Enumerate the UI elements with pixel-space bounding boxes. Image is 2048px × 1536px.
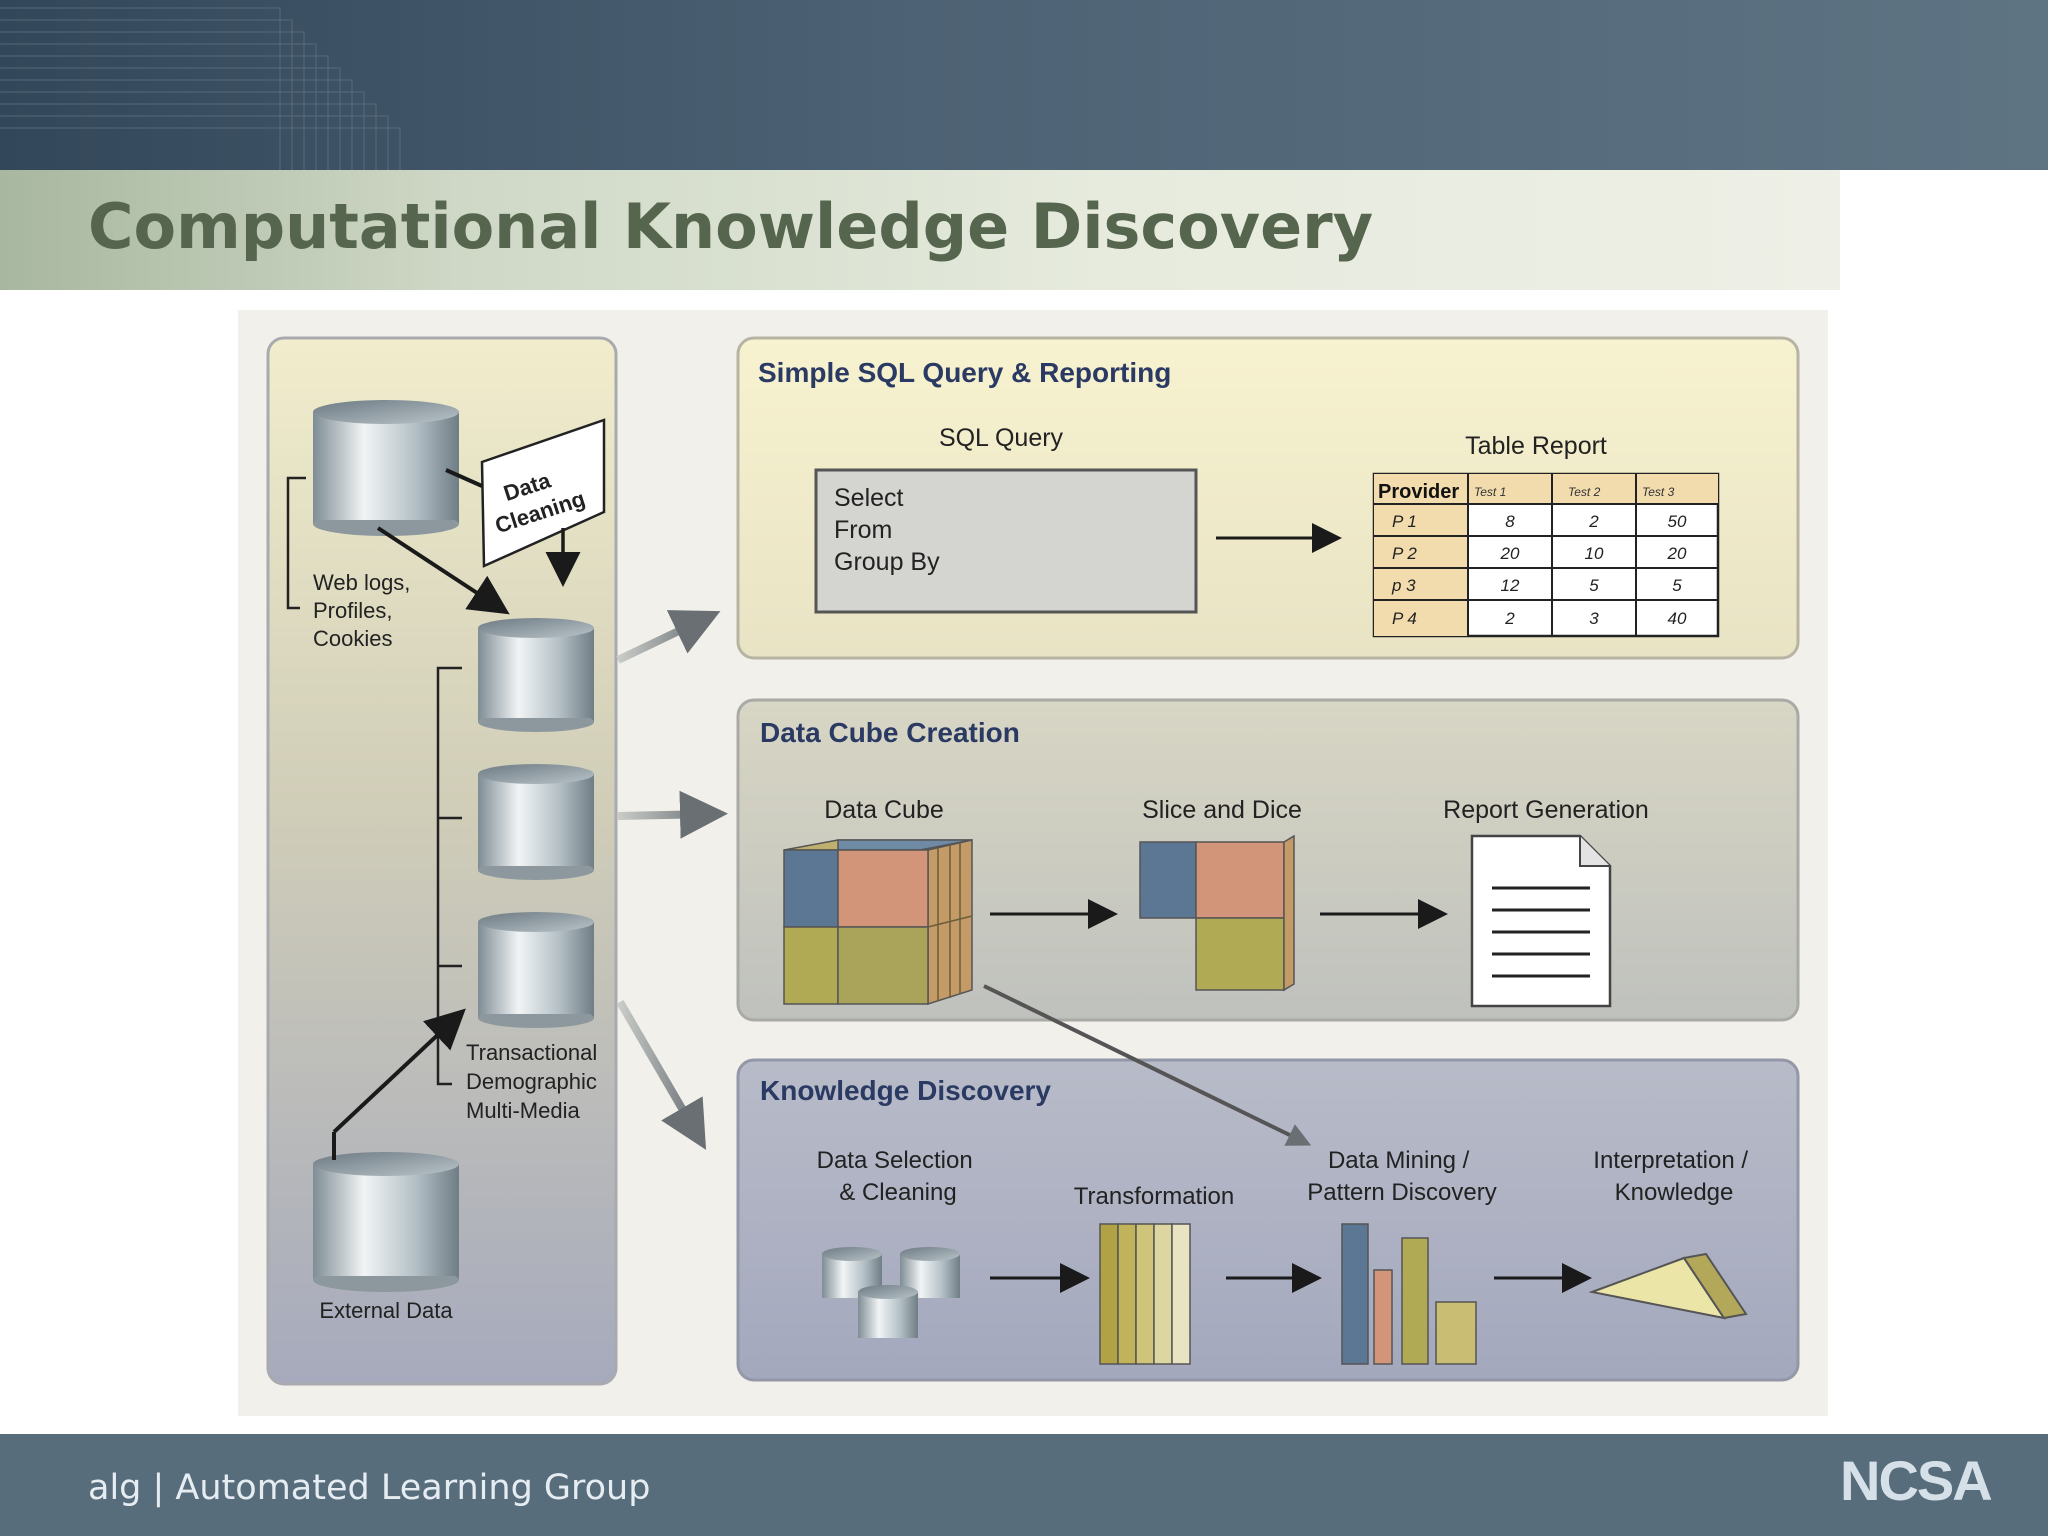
table-row: P 4 2 3 40 <box>1392 609 1687 628</box>
table-header-test1: Test 1 <box>1474 485 1506 499</box>
table-row: P 2 20 10 20 <box>1392 544 1687 563</box>
sql-query-label: SQL Query <box>939 424 1064 452</box>
table-report: Provider Test 1 Test 2 Test 3 P 1 8 2 50… <box>1372 472 1720 638</box>
warehouse-to-sql-arrow <box>616 610 721 664</box>
warehouse-database-icon-1 <box>478 618 594 732</box>
kd-step-transformation-label: Transformation <box>1074 1183 1235 1210</box>
kd-step-interpretation-label: Interpretation / Knowledge <box>1593 1147 1754 1206</box>
kd-step-mining-label: Data Mining / Pattern Discovery <box>1307 1147 1496 1206</box>
knowledge-discovery-diagram: Web logs, Profiles, Cookies Data Cleanin… <box>238 310 1828 1416</box>
data-cube-label: Data Cube <box>824 796 944 824</box>
table-row: P 1 8 2 50 <box>1392 512 1687 531</box>
web-logs-bracket <box>286 476 306 610</box>
warehouse-database-icon-3 <box>478 912 594 1028</box>
report-generation-label: Report Generation <box>1443 796 1649 824</box>
external-to-warehouse-arrow <box>332 1008 466 1134</box>
svg-text:p 3: p 3 <box>1391 576 1416 595</box>
cylinder-to-cleaning-line <box>445 468 483 488</box>
svg-text:3: 3 <box>1589 609 1599 628</box>
sql-query-text: Select From Group By <box>834 484 940 576</box>
svg-text:5: 5 <box>1672 576 1682 595</box>
external-data-label: External Data <box>319 1298 453 1323</box>
weblogs-to-warehouse-arrow <box>376 526 510 615</box>
title-band <box>0 170 1840 290</box>
banner-pattern <box>0 7 401 170</box>
table-report-label: Table Report <box>1465 432 1607 460</box>
page-title: Computational Knowledge Discovery <box>88 190 1374 263</box>
footer-bar <box>0 1434 2048 1536</box>
svg-text:10: 10 <box>1585 544 1604 563</box>
table-header-test2: Test 2 <box>1568 485 1601 499</box>
svg-text:2: 2 <box>1504 609 1515 628</box>
svg-text:P 4: P 4 <box>1392 609 1417 628</box>
kd-section-title: Knowledge Discovery <box>760 1075 1051 1106</box>
svg-text:2: 2 <box>1588 512 1599 531</box>
web-logs-database-icon <box>313 400 459 536</box>
footer-text: alg | Automated Learning Group <box>88 1468 651 1508</box>
top-banner <box>0 0 2048 170</box>
knowledge-pyramid-icon <box>1588 1252 1748 1320</box>
cube-to-mining-arrow <box>983 984 1312 1146</box>
cube-section-title: Data Cube Creation <box>760 717 1020 748</box>
svg-text:12: 12 <box>1501 576 1520 595</box>
selection-databases-icon <box>822 1247 960 1338</box>
sql-section-title: Simple SQL Query & Reporting <box>758 357 1171 388</box>
svg-text:20: 20 <box>1500 544 1520 563</box>
kd-section-panel <box>736 1058 1800 1382</box>
transformation-icon <box>1099 1223 1191 1365</box>
data-cleaning-card: Data Cleaning <box>480 418 606 568</box>
web-logs-label: Web logs, Profiles, Cookies <box>313 570 417 651</box>
table-row: p 3 12 5 5 <box>1391 576 1682 595</box>
warehouse-label: Transactional Demographic Multi-Media <box>466 1040 603 1123</box>
warehouse-database-icon-2 <box>478 764 594 880</box>
slice-dice-icon <box>1139 834 1295 992</box>
svg-text:P 1: P 1 <box>1392 512 1417 531</box>
table-header-test3: Test 3 <box>1642 485 1675 499</box>
sql-query-box <box>814 468 1198 614</box>
svg-text:50: 50 <box>1668 512 1687 531</box>
warehouse-to-kd-arrow <box>616 999 707 1150</box>
svg-text:8: 8 <box>1505 512 1515 531</box>
report-document-icon <box>1470 834 1612 1008</box>
external-data-database-icon <box>313 1152 459 1292</box>
svg-text:P 2: P 2 <box>1392 544 1417 563</box>
svg-text:20: 20 <box>1667 544 1687 563</box>
data-cube-icon <box>783 839 973 1006</box>
data-sources-panel <box>266 336 618 1386</box>
ncsa-logo: NCSA <box>1840 1449 1993 1512</box>
kd-step-selection-label: Data Selection & Cleaning <box>817 1147 980 1206</box>
data-mining-chart-icon <box>1341 1223 1477 1365</box>
slice-dice-label: Slice and Dice <box>1142 796 1302 824</box>
svg-text:5: 5 <box>1589 576 1599 595</box>
warehouse-bracket <box>436 666 462 1086</box>
table-header-provider: Provider <box>1378 481 1459 503</box>
warehouse-to-cube-arrow <box>617 790 728 839</box>
svg-text:40: 40 <box>1668 609 1687 628</box>
